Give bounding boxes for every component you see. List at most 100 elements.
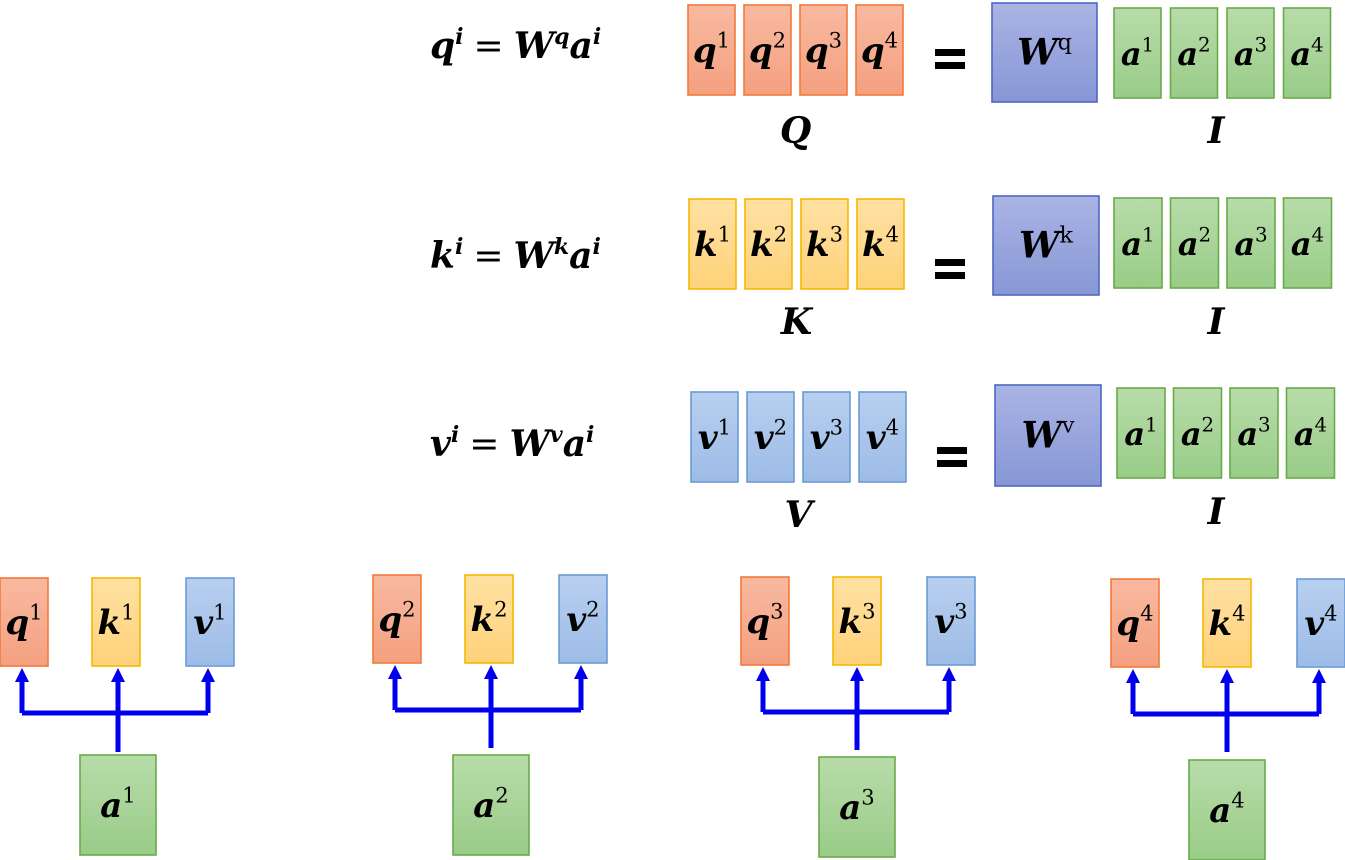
token-k3-label: k3 xyxy=(839,599,876,642)
arrow-head-icon xyxy=(484,665,498,679)
input-cell-k4 xyxy=(1282,197,1333,289)
arrow-head-icon xyxy=(1312,669,1326,683)
token-q2-box xyxy=(372,574,422,664)
equals-sign-bottom xyxy=(937,460,967,467)
input-cell-label-v3: a3 xyxy=(1237,414,1270,453)
arrow-head-icon xyxy=(1220,669,1234,683)
matrix-label-input-q: I xyxy=(1207,110,1226,152)
weight-matrix-k xyxy=(992,195,1100,296)
input-cell-label-q2: a2 xyxy=(1177,34,1210,73)
input-cell-label-k3: a3 xyxy=(1234,224,1267,263)
matrix-label-v: V xyxy=(785,494,816,536)
token-k2-label: k2 xyxy=(471,597,508,640)
result-cell-k1 xyxy=(688,198,737,290)
equals-sign-bottom xyxy=(935,62,965,69)
result-cell-label-v3: v3 xyxy=(810,415,843,458)
token-k2-box xyxy=(464,574,514,664)
result-cell-label-k4: k4 xyxy=(862,222,899,265)
input-cell-v4 xyxy=(1285,387,1336,479)
input-cell-label-v4: a4 xyxy=(1294,414,1327,453)
arrow-head-icon xyxy=(756,667,770,681)
formula-v: vi=Wvai xyxy=(430,422,594,465)
token-q2-label: q2 xyxy=(378,597,415,640)
weight-matrix-v xyxy=(994,384,1102,487)
input-cell-v2 xyxy=(1172,387,1223,479)
arrow-head-icon xyxy=(201,668,215,682)
result-cell-v4 xyxy=(858,391,907,483)
token-q4-label: q4 xyxy=(1116,601,1153,644)
result-cell-label-k1: k1 xyxy=(694,222,731,265)
token-v4-box xyxy=(1296,578,1345,668)
result-cell-q3 xyxy=(799,4,848,96)
arrow-head-icon xyxy=(111,668,125,682)
token-q1-label: q1 xyxy=(5,600,42,643)
weight-matrix-q xyxy=(991,2,1098,103)
matrix-label-q: Q xyxy=(780,110,811,152)
input-cell-q4 xyxy=(1282,7,1332,99)
result-cell-label-k2: k2 xyxy=(750,222,787,265)
token-a4-label: a4 xyxy=(1209,788,1244,831)
input-cell-label-q4: a4 xyxy=(1290,34,1323,73)
token-v2-label: v2 xyxy=(566,597,599,640)
token-k1-label: k1 xyxy=(98,600,135,643)
token-k1-box xyxy=(91,577,141,667)
token-q1-box xyxy=(0,577,49,667)
result-cell-label-q2: q2 xyxy=(749,28,786,71)
token-v3-label: v3 xyxy=(934,599,967,642)
result-cell-label-v1: v1 xyxy=(698,415,731,458)
token-q4-box xyxy=(1110,578,1160,668)
token-a3-box xyxy=(818,756,896,858)
token-v2-box xyxy=(558,574,608,664)
weight-label-k: Wk xyxy=(1019,222,1073,266)
token-v1-label: v1 xyxy=(193,600,226,643)
input-cell-v3 xyxy=(1229,387,1279,479)
input-cell-v1 xyxy=(1116,387,1166,479)
equals-sign-bottom xyxy=(935,272,965,279)
token-k3-box xyxy=(832,576,882,666)
result-cell-k3 xyxy=(800,198,849,290)
arrow-head-icon xyxy=(574,665,588,679)
result-cell-label-v2: v2 xyxy=(754,415,787,458)
token-a1-label: a1 xyxy=(100,783,135,826)
result-cell-label-v4: v4 xyxy=(866,415,899,458)
matrix-label-k: K xyxy=(780,301,814,343)
token-q3-label: q3 xyxy=(746,599,783,642)
input-cell-label-q1: a1 xyxy=(1121,34,1154,73)
equals-sign-top xyxy=(935,49,965,56)
token-v4-label: v4 xyxy=(1304,601,1337,644)
result-cell-v2 xyxy=(746,391,795,483)
arrow-head-icon xyxy=(1126,669,1140,683)
matrix-label-input-v: I xyxy=(1207,491,1226,533)
weight-label-v: Wv xyxy=(1021,412,1074,456)
result-cell-k2 xyxy=(744,198,793,290)
result-cell-v1 xyxy=(690,391,739,483)
equals-sign-top xyxy=(935,259,965,266)
token-a3-label: a3 xyxy=(839,785,874,828)
input-cell-label-v2: a2 xyxy=(1181,414,1214,453)
matrix-label-input-k: I xyxy=(1207,301,1226,343)
result-cell-q4 xyxy=(855,4,904,96)
formula-k: ki=Wkai xyxy=(430,234,601,277)
token-group-3: q3 k3 v3 a3 xyxy=(740,576,976,858)
token-q3-box xyxy=(740,576,790,666)
weight-label-q: Wq xyxy=(1017,29,1072,73)
result-cell-v3 xyxy=(802,391,851,483)
equals-sign-top xyxy=(937,447,967,454)
result-cell-q1 xyxy=(687,4,736,96)
result-cell-label-k3: k3 xyxy=(806,222,843,265)
input-cell-label-k4: a4 xyxy=(1291,224,1324,263)
input-cell-q2 xyxy=(1169,7,1219,99)
result-cell-label-q1: q1 xyxy=(693,28,730,71)
result-cell-q2 xyxy=(743,4,792,96)
input-cell-label-q3: a3 xyxy=(1234,34,1267,73)
arrow-head-icon xyxy=(15,668,29,682)
arrow-head-icon xyxy=(850,667,864,681)
token-a4-box xyxy=(1188,759,1266,860)
input-cell-q3 xyxy=(1226,7,1275,99)
